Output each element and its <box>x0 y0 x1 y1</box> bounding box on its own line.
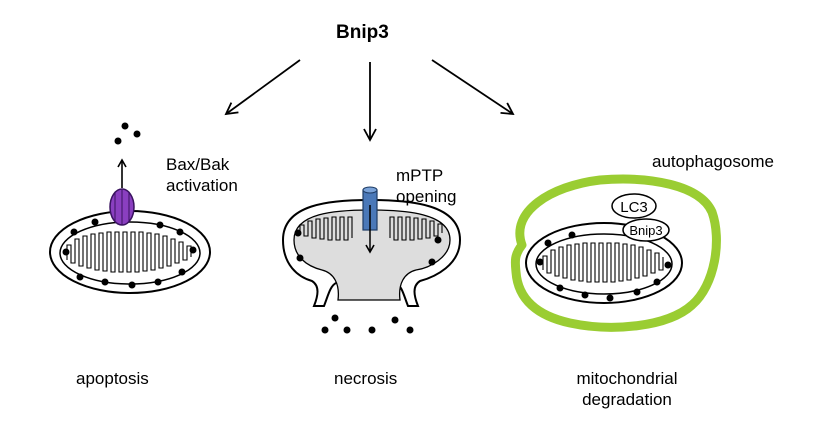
degradation-dots <box>536 231 672 302</box>
bnip3-label: Bnip3 <box>629 223 662 238</box>
bnip3-marker: Bnip3 <box>622 218 670 242</box>
necrosis-cristae <box>299 216 443 241</box>
autophagosome-annotation: autophagosome <box>652 152 774 171</box>
necrosis-dots <box>294 229 442 334</box>
lc3-label: LC3 <box>620 199 648 216</box>
arrow-to-apoptosis <box>224 59 301 116</box>
degradation-caption: mitochondrial degradation <box>576 369 678 409</box>
apoptosis-mitochondrion <box>49 210 211 294</box>
lc3-marker: LC3 <box>611 193 657 219</box>
arrow-to-degradation <box>431 59 515 116</box>
degradation-mitochondrion <box>525 222 683 304</box>
page-title: Bnip3 <box>336 22 389 43</box>
degradation-cristae <box>542 242 664 283</box>
necrosis-caption: necrosis <box>334 369 398 388</box>
apoptosis-cristae <box>66 231 192 273</box>
mptp-annotation: mPTP opening <box>396 166 457 206</box>
bax-bak-annotation: Bax/Bak activation <box>166 155 238 195</box>
bax-bak-channel <box>109 188 135 226</box>
mptp-channel <box>362 186 378 254</box>
apoptosis-caption: apoptosis <box>76 369 149 388</box>
apoptosis-dots <box>62 122 197 289</box>
